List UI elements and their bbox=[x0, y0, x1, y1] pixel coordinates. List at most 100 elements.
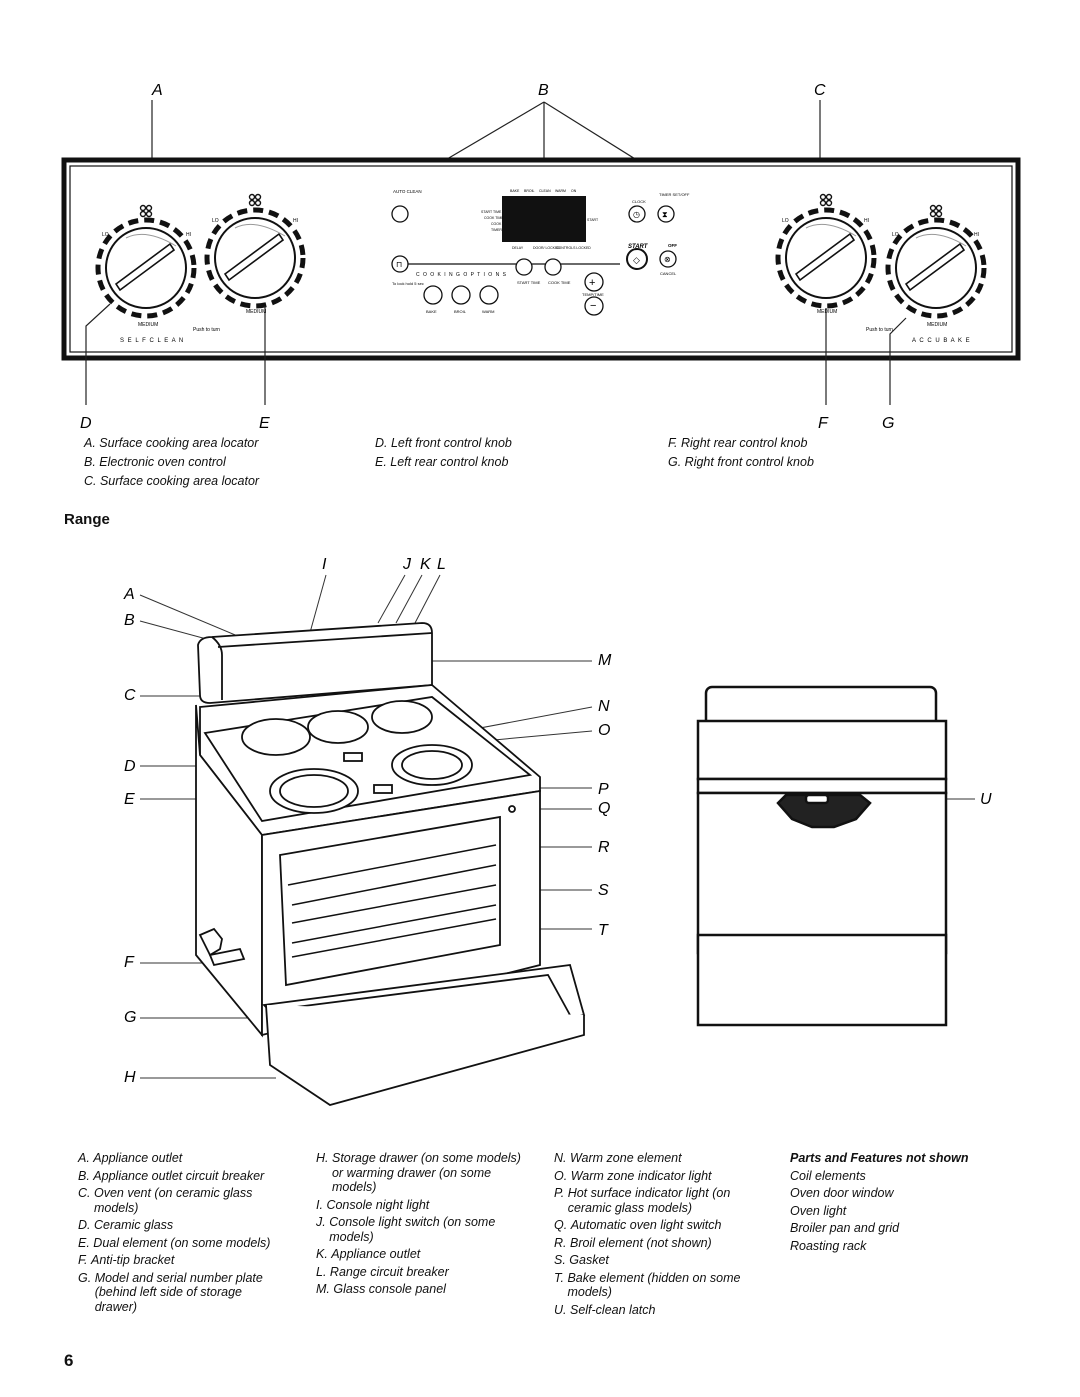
timer-label: TIMER SET/OFF bbox=[659, 192, 690, 197]
warm-button[interactable] bbox=[479, 285, 499, 305]
callout-m: M bbox=[598, 652, 612, 669]
range-diagram: I J K L A B C D E F G H M N O P Q R S T … bbox=[123, 556, 992, 1106]
bake-button[interactable] bbox=[423, 285, 443, 305]
callout-h: H bbox=[124, 1069, 136, 1086]
callout-e: E bbox=[259, 415, 270, 432]
legend-2-col-3: N. Warm zone element O. Warm zone indica… bbox=[554, 1151, 774, 1320]
legend-item: Model and serial number plate (behind le… bbox=[94, 1270, 263, 1314]
start-time-label: START TIME bbox=[517, 280, 541, 285]
svg-text:COOK: COOK bbox=[491, 222, 502, 226]
callout-d: D bbox=[124, 758, 136, 775]
legend-item: Storage drawer (on some models) or warmi… bbox=[331, 1151, 521, 1194]
not-shown-item: Oven light bbox=[790, 1203, 847, 1218]
lock-note: To lock hold 5 sec bbox=[392, 281, 424, 286]
callout-n: N bbox=[598, 698, 610, 715]
clock-icon: ◷ bbox=[633, 210, 640, 219]
legend-item: E. Left rear control knob bbox=[375, 455, 509, 469]
legend-letter: G. bbox=[78, 1270, 92, 1285]
knob-medium-label: MEDIUM bbox=[138, 322, 158, 328]
callout-p: P bbox=[598, 781, 609, 798]
callout-g: G bbox=[124, 1009, 136, 1026]
legend-item: Appliance outlet circuit breaker bbox=[93, 1168, 265, 1183]
not-shown-title: Parts and Features not shown bbox=[790, 1151, 969, 1165]
legend-item: Bake element (hidden on some models) bbox=[567, 1270, 741, 1300]
legend-item: Appliance outlet bbox=[93, 1151, 183, 1165]
cooking-options-label: C O O K I N G O P T I O N S bbox=[416, 272, 507, 278]
legend-2-col-2: H. Storage drawer (on some models) or wa… bbox=[316, 1151, 536, 1300]
legend-1-col-3: F. Right rear control knob G. Right fron… bbox=[668, 435, 814, 470]
callout-l: L bbox=[437, 556, 446, 573]
knob-medium-label: MEDIUM bbox=[927, 322, 947, 328]
legend-item: D. Left front control knob bbox=[375, 436, 512, 450]
svg-text:COOK TIME: COOK TIME bbox=[484, 216, 504, 220]
bake-label: BAKE bbox=[426, 309, 437, 314]
knob-lo-label: LO bbox=[102, 232, 109, 238]
callout-j: J bbox=[402, 556, 412, 573]
legend-letter: I. bbox=[316, 1197, 323, 1212]
off-button[interactable] bbox=[659, 250, 677, 268]
legend-letter: B. bbox=[78, 1168, 90, 1183]
svg-text:TIMER: TIMER bbox=[491, 228, 502, 232]
legend-item: Warm zone element bbox=[569, 1151, 682, 1165]
legend-letter: K. bbox=[316, 1247, 328, 1261]
display-top-labels: BAKE BROIL CLEAN WARM ON bbox=[510, 189, 577, 193]
legend-2-not-shown: Parts and Features not shown Coil elemen… bbox=[790, 1151, 1020, 1256]
legend-letter: Q. bbox=[554, 1218, 568, 1232]
display-bottom-labels: DELAY DOOR/ LOCKED CONTROLS LOCKED bbox=[512, 246, 591, 250]
knob-lo-label: LO bbox=[892, 232, 899, 238]
callout-q: Q bbox=[598, 800, 610, 817]
range-illustration bbox=[195, 622, 586, 1106]
start-button[interactable] bbox=[626, 248, 648, 270]
cook-time-label: COOK TIME bbox=[548, 280, 571, 285]
legend-item: Ceramic glass bbox=[93, 1218, 174, 1232]
not-shown-item: Broiler pan and grid bbox=[790, 1221, 900, 1235]
display-start-label: START bbox=[587, 218, 599, 222]
legend-letter: R. bbox=[554, 1235, 567, 1250]
bottom-leader-lines bbox=[85, 303, 907, 405]
callout-g: G bbox=[882, 415, 894, 432]
knob-hi-label: HI bbox=[974, 232, 979, 238]
callout-t: T bbox=[598, 922, 609, 939]
legend-item: Broil element (not shown) bbox=[569, 1235, 712, 1250]
svg-text:CONTROLS LOCKED: CONTROLS LOCKED bbox=[556, 246, 591, 250]
section-title: Range bbox=[64, 511, 110, 528]
callout-f: F bbox=[818, 415, 829, 432]
temp-up-button[interactable] bbox=[584, 272, 604, 292]
legend-letter: D. bbox=[78, 1218, 91, 1232]
callout-c: C bbox=[124, 687, 136, 704]
push-to-turn-label: Push to turn bbox=[866, 327, 893, 333]
broil-button[interactable] bbox=[451, 285, 471, 305]
callout-b: B bbox=[124, 612, 135, 629]
broil-label: BROIL bbox=[454, 309, 467, 314]
knob-hi-label: HI bbox=[186, 232, 191, 238]
cook-time-button[interactable] bbox=[544, 258, 562, 276]
legend-2-col-1: A. Appliance outlet B. Appliance outlet … bbox=[78, 1151, 298, 1317]
warm-label: WARM bbox=[482, 309, 495, 314]
legend-letter: S. bbox=[554, 1253, 566, 1267]
range-front-view bbox=[696, 685, 948, 1027]
start-time-button[interactable] bbox=[515, 258, 533, 276]
knob-hi-label: HI bbox=[864, 218, 869, 224]
auto-clean-button[interactable] bbox=[391, 205, 409, 223]
legend-letter: C. bbox=[78, 1186, 91, 1200]
legend-letter: P. bbox=[554, 1186, 565, 1200]
legend-item: Appliance outlet bbox=[331, 1247, 421, 1261]
knob-lo-label: LO bbox=[782, 218, 789, 224]
svg-text:CLEAN: CLEAN bbox=[539, 189, 551, 193]
svg-text:DELAY: DELAY bbox=[512, 246, 524, 250]
legend-item: Dual element (on some models) bbox=[93, 1235, 271, 1250]
timer-button[interactable] bbox=[657, 205, 675, 223]
legend-item: A. Surface cooking area locator bbox=[84, 436, 259, 450]
legend-item: Automatic oven light switch bbox=[570, 1218, 722, 1232]
svg-text:BROIL: BROIL bbox=[524, 189, 535, 193]
temp-down-button[interactable] bbox=[584, 296, 604, 316]
start-icon: ◇ bbox=[633, 255, 640, 265]
cancel-icon: ⊗ bbox=[664, 255, 671, 264]
legend-item: Gasket bbox=[569, 1253, 609, 1267]
legend-letter: M. bbox=[316, 1282, 330, 1296]
clock-button[interactable] bbox=[628, 205, 646, 223]
knob-medium-label: MEDIUM bbox=[817, 309, 837, 315]
lock-button[interactable] bbox=[391, 255, 409, 273]
not-shown-item: Oven door window bbox=[790, 1186, 894, 1200]
callout-s: S bbox=[598, 882, 609, 899]
